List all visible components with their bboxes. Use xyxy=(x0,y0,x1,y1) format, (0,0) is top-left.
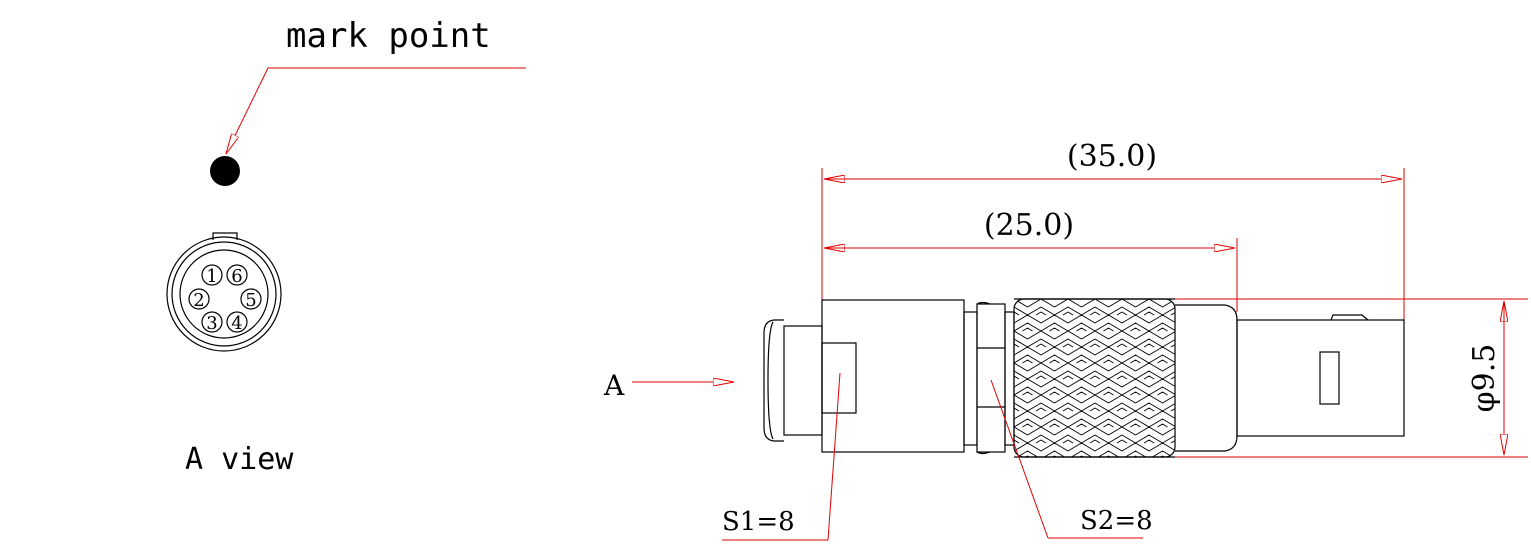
pin-5: 5 xyxy=(240,288,262,311)
pin-1: 1 xyxy=(201,264,223,287)
overall-length-value: (35.0) xyxy=(1067,139,1157,174)
dimension-partial-length: (25.0) xyxy=(824,208,1238,312)
s2-label: S2=8 xyxy=(1080,506,1153,536)
a-arrow-label: A xyxy=(603,369,625,402)
svg-text:1: 1 xyxy=(206,266,217,287)
pin-2: 2 xyxy=(188,288,210,311)
front-sleeve xyxy=(821,299,965,453)
svg-text:4: 4 xyxy=(231,313,242,334)
dimension-diameter: φ9.5 xyxy=(1175,298,1528,458)
mark-point-label: mark point xyxy=(286,16,491,56)
side-view: A (35.0) (25.0) φ9.5 xyxy=(603,139,1528,541)
mark-point-leader xyxy=(226,67,269,154)
a-view: mark point 1 6 2 5 xyxy=(166,16,526,477)
a-view-label: A view xyxy=(185,442,294,477)
pin-3: 3 xyxy=(201,311,223,334)
nut-washer xyxy=(1004,311,1015,446)
rear-slot xyxy=(1319,351,1340,405)
front-cap xyxy=(763,319,784,442)
dimension-overall-length: (35.0) xyxy=(821,139,1405,320)
partial-length-value: (25.0) xyxy=(984,208,1074,243)
s1-label: S1=8 xyxy=(722,507,795,537)
front-neck xyxy=(783,325,823,436)
svg-text:3: 3 xyxy=(206,313,217,334)
svg-text:2: 2 xyxy=(193,290,204,311)
s2-callout: S2=8 xyxy=(990,379,1153,539)
mark-point-dot xyxy=(210,156,240,186)
svg-text:6: 6 xyxy=(231,266,242,287)
spacer xyxy=(963,311,978,446)
knurled-sleeve xyxy=(1013,298,1176,458)
svg-text:5: 5 xyxy=(245,290,256,311)
hex-nut xyxy=(976,301,1006,455)
pin-6: 6 xyxy=(226,264,248,287)
rear-body xyxy=(1175,304,1405,452)
pin-4: 4 xyxy=(226,311,248,334)
front-sleeve-window xyxy=(821,342,857,414)
s1-callout: S1=8 xyxy=(722,372,841,541)
diameter-value: φ9.5 xyxy=(1467,344,1502,413)
connector-face: 1 6 2 5 3 4 xyxy=(166,232,282,352)
